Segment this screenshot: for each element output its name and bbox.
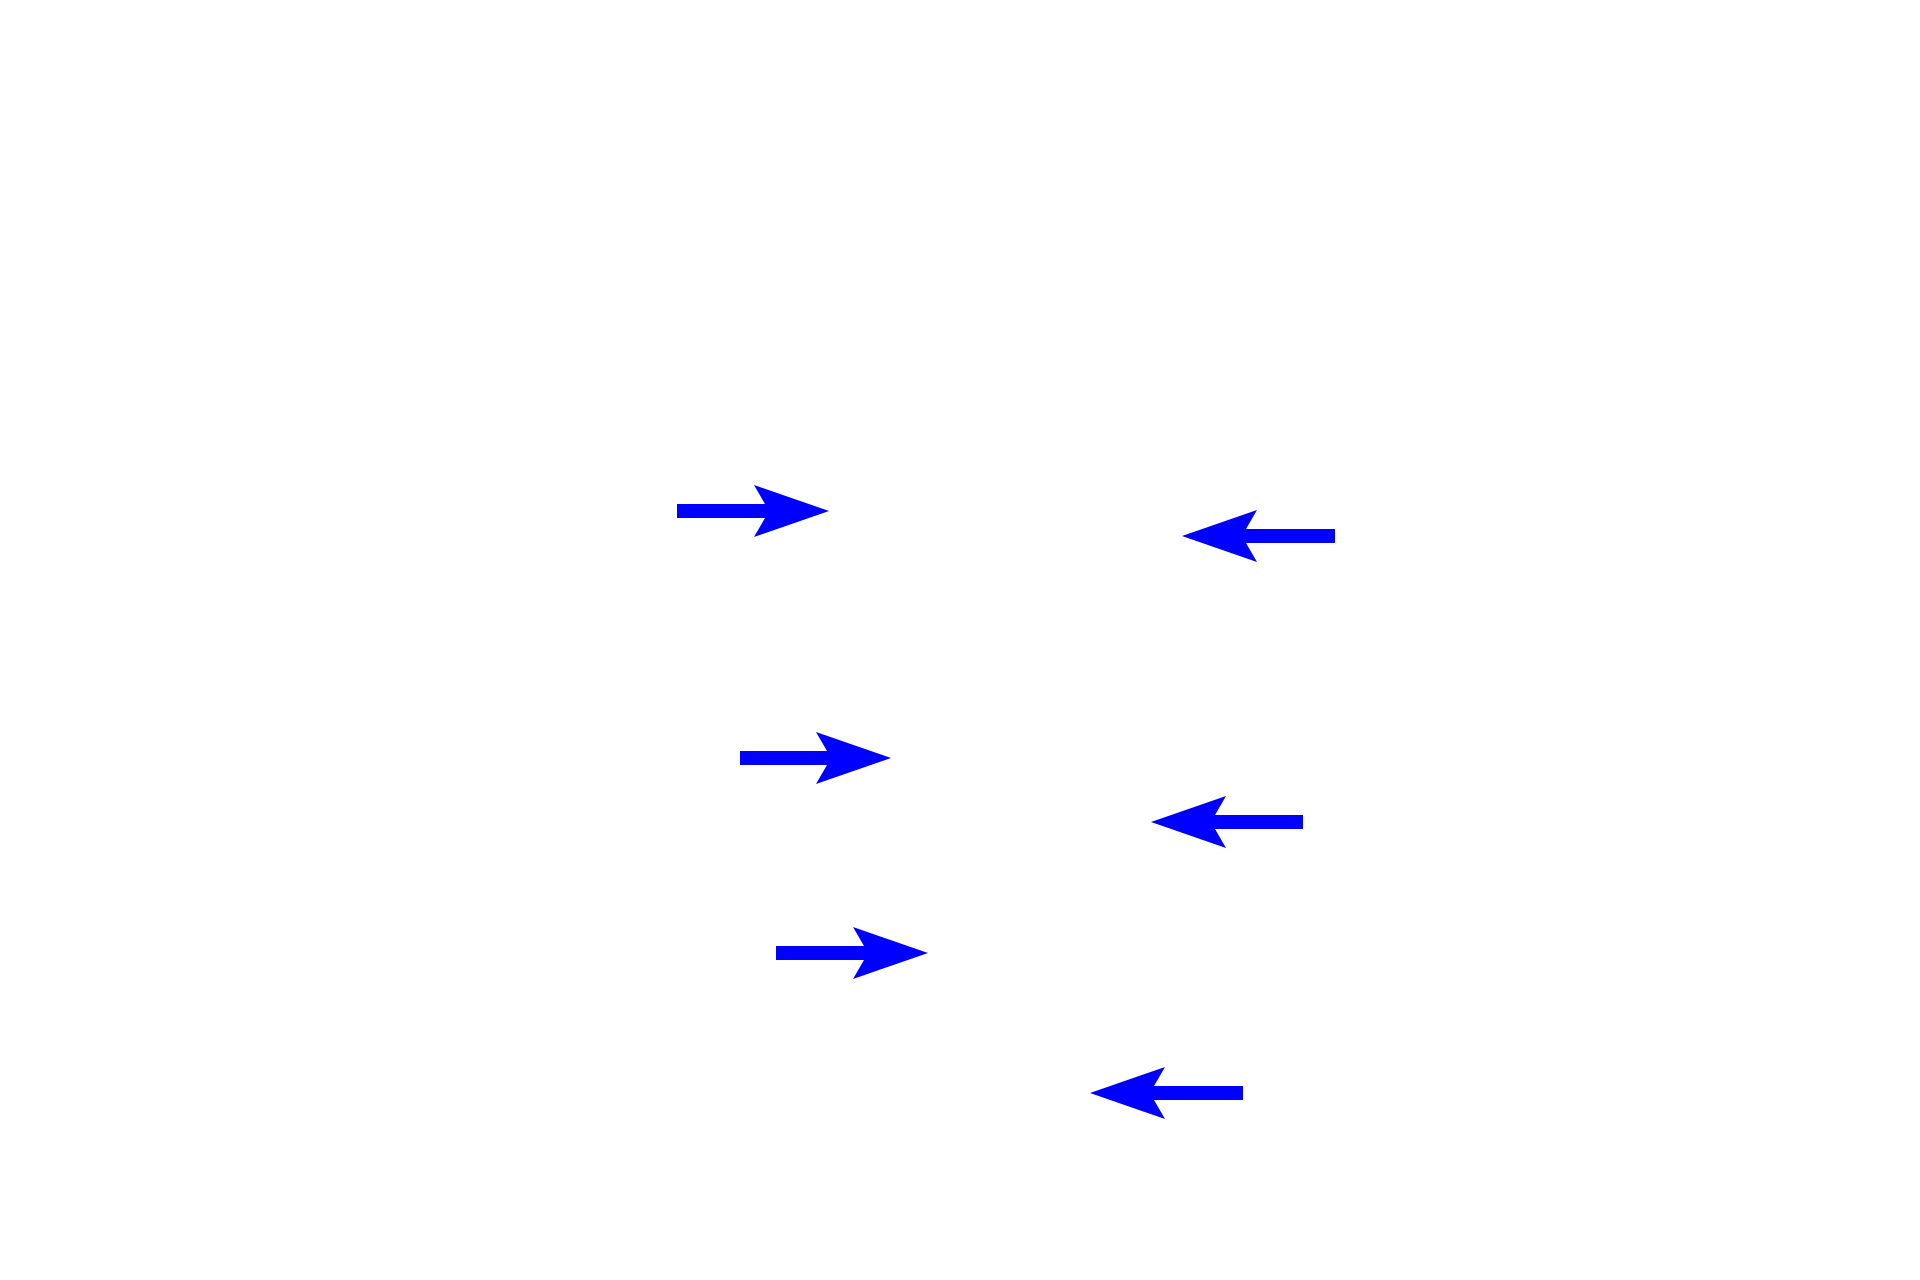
arrow-left-icon bbox=[1151, 796, 1303, 848]
arrow-right-icon bbox=[776, 927, 928, 979]
arrow-left-icon bbox=[1182, 510, 1335, 562]
arrow-right-icon bbox=[740, 732, 891, 784]
arrow-right-icon bbox=[677, 485, 829, 537]
arrow-left-icon bbox=[1090, 1067, 1243, 1119]
